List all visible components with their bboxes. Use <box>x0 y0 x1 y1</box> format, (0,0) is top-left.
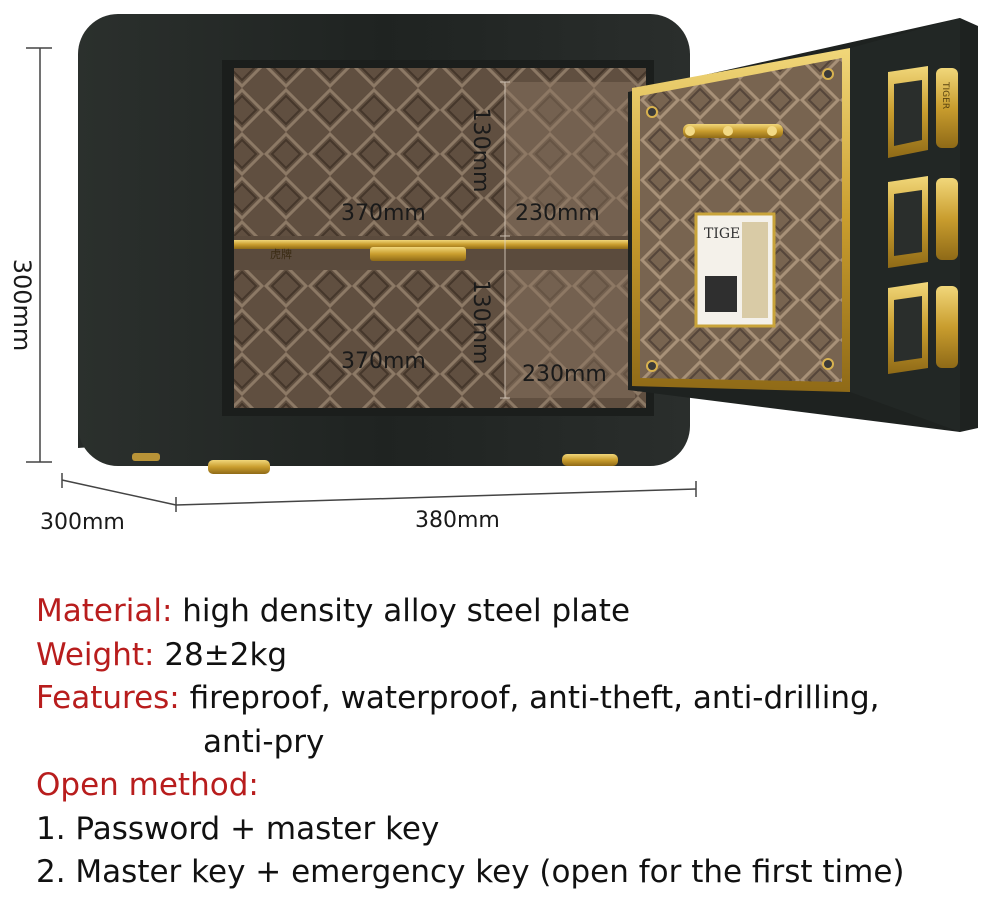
spec-weight: Weight: 28±2kg <box>36 634 976 678</box>
spec-material: Material: high density alloy steel plate <box>36 590 976 634</box>
door-screw <box>822 358 834 370</box>
spec-material-value: high density alloy steel plate <box>182 593 631 629</box>
depth-dimension-line <box>61 473 177 512</box>
safe-product-figure: 300mm 300mm 380mm 虎牌 130mm 130mm 370mm 2… <box>8 14 978 535</box>
spec-open-method: Open method: <box>36 764 976 808</box>
specifications: Material: high density alloy steel plate… <box>36 590 976 895</box>
height-dimension-label: 300mm <box>8 259 36 352</box>
spec-features-continued: anti-pry <box>36 721 976 765</box>
upper-right-width-label: 230mm <box>515 201 600 226</box>
lock-brand-mark: TIGE <box>704 226 740 242</box>
lower-height-label: 130mm <box>468 280 493 365</box>
spec-material-label: Material: <box>36 593 173 629</box>
door-screw <box>646 360 658 372</box>
door-locking-bolts <box>888 66 958 374</box>
safe-foot-back <box>132 453 160 461</box>
spec-features-value-cont: anti-pry <box>203 723 325 760</box>
spec-features-label: Features: <box>36 680 180 716</box>
spec-open-item-1: 1. Password + master key <box>36 810 440 847</box>
interior-dimension-guides <box>500 81 510 399</box>
door-screw <box>646 106 658 118</box>
spec-weight-label: Weight: <box>36 636 155 673</box>
bolt-brand-mark: TIGER <box>940 81 950 109</box>
spec-open-item-2: 2. Master key + emergency key (open for … <box>36 854 905 890</box>
lower-left-width-label: 370mm <box>341 349 426 374</box>
lower-right-width-label: 230mm <box>522 362 607 387</box>
spec-open-label: Open method: <box>36 767 259 803</box>
safe-foot-left <box>208 460 270 474</box>
shelf-brand-mark: 虎牌 <box>270 247 292 261</box>
height-dimension-line <box>26 47 52 463</box>
door-screw <box>822 68 834 80</box>
upper-left-width-label: 370mm <box>341 201 426 226</box>
spec-features-value: fireproof, waterproof, anti-theft, anti-… <box>189 680 880 716</box>
safe-foot-right <box>562 454 618 466</box>
width-dimension-line <box>175 481 697 506</box>
spec-features: Features: fireproof, waterproof, anti-th… <box>36 677 976 721</box>
width-dimension-label: 380mm <box>415 508 500 533</box>
depth-dimension-label: 300mm <box>40 510 125 535</box>
spec-weight-value: 28±2kg <box>164 636 288 673</box>
upper-height-label: 130mm <box>468 108 493 193</box>
